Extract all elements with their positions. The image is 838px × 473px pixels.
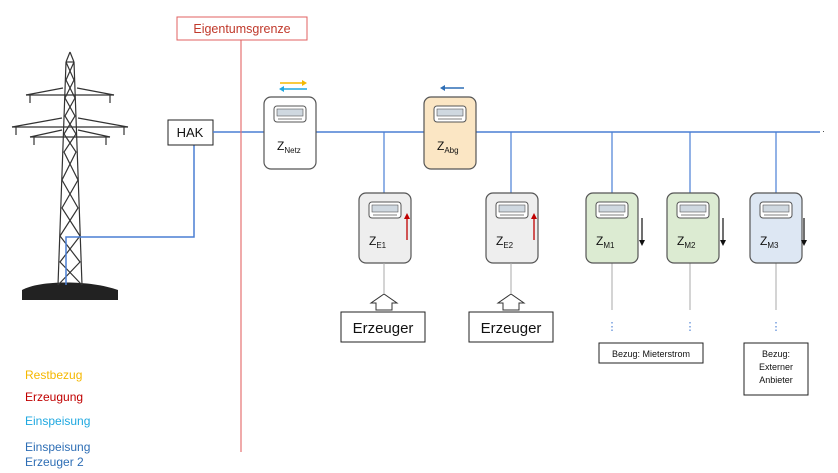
meter-e1[interactable]: ZE1 — [358, 192, 412, 264]
consumer-lines — [611, 262, 777, 310]
power-tower-icon — [11, 51, 129, 300]
meter-m1[interactable]: ZM1 — [585, 192, 639, 264]
meter-netz-sub: Netz — [284, 146, 300, 155]
consumer-box-extern[interactable]: Bezug: Externer Anbieter — [743, 342, 809, 396]
meter-abg-main: Z — [437, 139, 444, 153]
svg-text:ZNetz: ZNetz — [277, 139, 301, 155]
meter-abg-sub: Abg — [444, 146, 458, 155]
meter-netz[interactable]: ZNetz — [263, 96, 317, 170]
legend-einspeisung: Einspeisung — [25, 414, 90, 428]
legend-erzeugung: Erzeugung — [25, 390, 83, 404]
producer-box-e2[interactable]: Erzeuger — [468, 311, 554, 343]
ground-cable — [65, 142, 195, 285]
svg-text:⋮: ⋮ — [771, 321, 782, 333]
netz-flow-arrows — [279, 80, 307, 92]
meter-e2-main: Z — [496, 234, 503, 248]
m2-down-arrow — [720, 218, 726, 246]
meter-m2[interactable]: ZM2 — [666, 192, 720, 264]
consumer-extern-line3: Anbieter — [759, 375, 793, 385]
hak-label: HAK — [177, 125, 204, 140]
consumer-extern-line1: Bezug: — [762, 349, 790, 359]
legend: Restbezug Erzeugung Einspeisung Einspeis… — [25, 368, 90, 469]
meter-m3-sub: M3 — [767, 241, 779, 250]
meter-m2-main: Z — [677, 234, 684, 248]
meter-abg[interactable]: ZAbg — [423, 96, 477, 170]
svg-text:ZE2: ZE2 — [496, 234, 514, 250]
consumer-mieterstrom-label: Bezug: Mieterstrom — [612, 349, 690, 359]
abg-flow-arrow — [440, 85, 464, 91]
ownership-boundary-label: Eigentumsgrenze — [193, 22, 290, 36]
svg-text:ZE1: ZE1 — [369, 234, 387, 250]
meter-m1-sub: M1 — [603, 241, 615, 250]
consumer-extern-line2: Externer — [759, 362, 793, 372]
producer-e1-arrow-icon — [369, 263, 399, 311]
producer-e2-arrow-icon — [496, 263, 526, 311]
svg-text:⋮: ⋮ — [607, 321, 618, 333]
svg-text:ZAbg: ZAbg — [437, 139, 459, 155]
meter-m2-sub: M2 — [684, 241, 696, 250]
producer-e1-label: Erzeuger — [353, 320, 414, 337]
svg-text:ZM1: ZM1 — [596, 234, 615, 250]
producer-e2-label: Erzeuger — [481, 320, 542, 337]
legend-einspeisung2-line2: Erzeuger 2 — [25, 455, 84, 469]
legend-einspeisung2-line1: Einspeisung — [25, 440, 90, 454]
svg-text:ZM3: ZM3 — [760, 234, 779, 250]
meter-e2-sub: E2 — [503, 241, 513, 250]
legend-restbezug: Restbezug — [25, 368, 82, 382]
m3-down-arrow — [801, 218, 807, 246]
meter-e2[interactable]: ZE2 — [485, 192, 539, 264]
meter-m3[interactable]: ZM3 — [749, 192, 803, 264]
meter-m1-main: Z — [596, 234, 603, 248]
bus-end-arrow: · — [822, 126, 825, 136]
svg-text:ZM2: ZM2 — [677, 234, 696, 250]
meter-m3-main: Z — [760, 234, 767, 248]
meter-e1-sub: E1 — [376, 241, 386, 250]
svg-text:⋮: ⋮ — [685, 321, 696, 333]
ownership-boundary-box: Eigentumsgrenze — [176, 16, 308, 41]
hak-box[interactable]: HAK — [167, 119, 214, 146]
meter-e1-main: Z — [369, 234, 376, 248]
continuation-dots: ⋮ ⋮ ⋮ — [607, 321, 782, 333]
branch-lines — [383, 132, 777, 193]
consumer-box-mieterstrom[interactable]: Bezug: Mieterstrom — [598, 342, 704, 364]
meter-netz-main: Z — [277, 139, 284, 153]
producer-box-e1[interactable]: Erzeuger — [340, 311, 426, 343]
m1-down-arrow — [639, 218, 645, 246]
